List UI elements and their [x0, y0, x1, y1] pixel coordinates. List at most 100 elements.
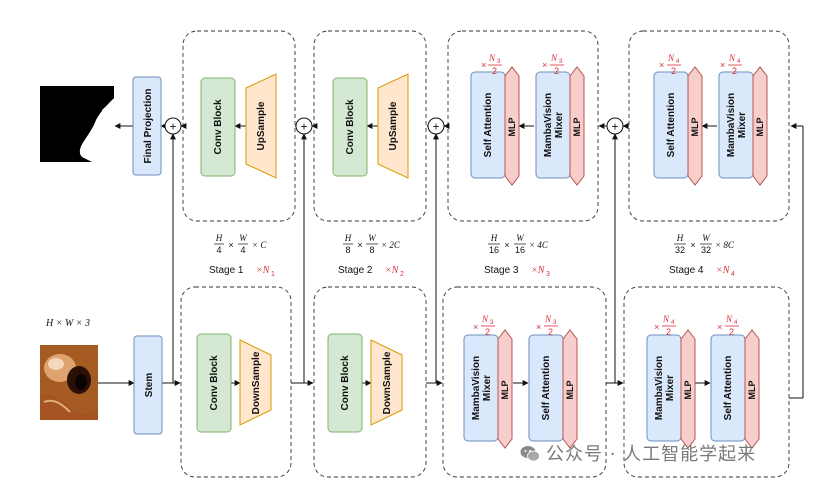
svg-text:MambaVision: MambaVision: [726, 93, 737, 157]
svg-text:×: ×: [481, 60, 486, 70]
svg-text:MambaVision: MambaVision: [543, 93, 554, 157]
svg-text:×: ×: [536, 322, 541, 332]
svg-text:H: H: [344, 233, 352, 243]
encoder-stage4-mlp-2: MLP: [744, 329, 760, 449]
svg-text:Self Attention: Self Attention: [541, 356, 552, 421]
svg-text:×N: ×N: [716, 265, 731, 276]
encoder-stage1-container: [180, 286, 292, 478]
svg-text:Self Attention: Self Attention: [723, 356, 734, 421]
svg-text:Conv Block: Conv Block: [345, 99, 356, 154]
wechat-icon: [520, 446, 540, 462]
svg-text:Conv Block: Conv Block: [340, 355, 351, 410]
decoder-stage2-conv-block: Conv Block: [332, 77, 368, 177]
svg-text:H: H: [676, 233, 684, 243]
decoder-stage3-mlp-1: MLP: [504, 66, 520, 186]
svg-text:Stem: Stem: [144, 373, 155, 398]
encoder-stage4-mlp-1: MLP: [680, 329, 696, 449]
add-node-3: +: [427, 117, 445, 135]
svg-text:N: N: [544, 314, 552, 324]
encoder-stage3-container: [442, 286, 607, 478]
svg-text:MLP: MLP: [572, 118, 582, 137]
svg-text:× 2C: × 2C: [381, 240, 401, 250]
decoder-stage3-mamba-mixer: MambaVision Mixer: [535, 71, 571, 179]
svg-text:3: 3: [490, 320, 494, 326]
svg-text:W: W: [702, 233, 711, 243]
svg-text:×: ×: [690, 240, 695, 250]
svg-text:4: 4: [737, 59, 741, 65]
svg-text:×N: ×N: [531, 265, 546, 276]
decoder-stage4-mamba-mixer: MambaVision Mixer: [718, 71, 754, 179]
svg-text:×N: ×N: [385, 265, 400, 276]
svg-text:W: W: [239, 233, 248, 243]
svg-text:N: N: [488, 53, 496, 63]
encoder-stage3-mamba-mixer: MambaVision Mixer: [463, 334, 499, 442]
svg-text:4: 4: [240, 245, 245, 255]
stage3-label: Stage 3 ×N 3: [484, 265, 550, 278]
svg-text:Final Projection: Final Projection: [143, 88, 154, 163]
svg-text:N: N: [725, 314, 733, 324]
svg-text:2: 2: [729, 327, 734, 337]
stage1-label: Stage 1 ×N 1: [209, 265, 275, 278]
stage4-label: Stage 4 ×N 4: [669, 265, 735, 278]
encoder-stage3-self-attention: Self Attention: [528, 334, 564, 442]
svg-text:×: ×: [504, 240, 509, 250]
svg-text:+: +: [169, 120, 176, 134]
input-dims: H × W × 3: [45, 318, 90, 329]
svg-text:4: 4: [734, 320, 738, 326]
svg-text:32: 32: [701, 245, 711, 255]
svg-text:H: H: [490, 233, 498, 243]
svg-text:3: 3: [553, 320, 557, 326]
svg-text:2: 2: [671, 66, 676, 76]
stage4-dims: H 32 × W 32 × 8C: [674, 233, 735, 255]
svg-text:2: 2: [492, 66, 497, 76]
svg-text:Self Attention: Self Attention: [666, 93, 677, 158]
svg-text:DownSample: DownSample: [251, 351, 262, 414]
encoder-stage3-mlp-1: MLP: [497, 329, 513, 449]
svg-text:32: 32: [675, 245, 685, 255]
svg-text:×: ×: [228, 240, 233, 250]
svg-text:×: ×: [659, 60, 664, 70]
svg-text:3: 3: [497, 59, 501, 65]
decoder-stage1-upsample: UpSample: [245, 73, 277, 179]
svg-text:2: 2: [666, 327, 671, 337]
svg-text:N: N: [662, 314, 670, 324]
decoder-stage3-container: [447, 30, 599, 222]
output-mask-image: [40, 86, 114, 162]
svg-text:N: N: [667, 53, 675, 63]
svg-text:MLP: MLP: [565, 381, 575, 400]
stem-block: Stem: [133, 335, 163, 435]
svg-text:× 8C: × 8C: [715, 240, 735, 250]
svg-text:MLP: MLP: [683, 381, 693, 400]
svg-text:MambaVision: MambaVision: [471, 356, 482, 420]
svg-text:4: 4: [671, 320, 675, 326]
svg-text:W: W: [368, 233, 377, 243]
stage2-label: Stage 2 ×N 2: [338, 265, 404, 278]
encoder-stage2-container: [313, 286, 427, 478]
svg-text:2: 2: [485, 327, 490, 337]
svg-text:MLP: MLP: [747, 381, 757, 400]
svg-text:Conv Block: Conv Block: [209, 355, 220, 410]
decoder-stage4-mlp-1: MLP: [687, 66, 703, 186]
decoder-stage3-mlp-2: MLP: [569, 66, 585, 186]
svg-text:×: ×: [542, 60, 547, 70]
svg-text:Conv Block: Conv Block: [213, 99, 224, 154]
add-node-2: +: [295, 117, 313, 135]
svg-text:×: ×: [717, 322, 722, 332]
svg-text:×: ×: [720, 60, 725, 70]
svg-text:+: +: [611, 120, 618, 134]
svg-text:× 4C: × 4C: [529, 240, 549, 250]
svg-text:8: 8: [345, 245, 350, 255]
svg-text:Mixer: Mixer: [737, 112, 748, 138]
svg-text:N: N: [728, 53, 736, 63]
svg-text:Self Attention: Self Attention: [483, 93, 494, 158]
decoder-stage4-container: [628, 30, 790, 222]
encoder-stage4-self-attention: Self Attention: [710, 334, 746, 442]
